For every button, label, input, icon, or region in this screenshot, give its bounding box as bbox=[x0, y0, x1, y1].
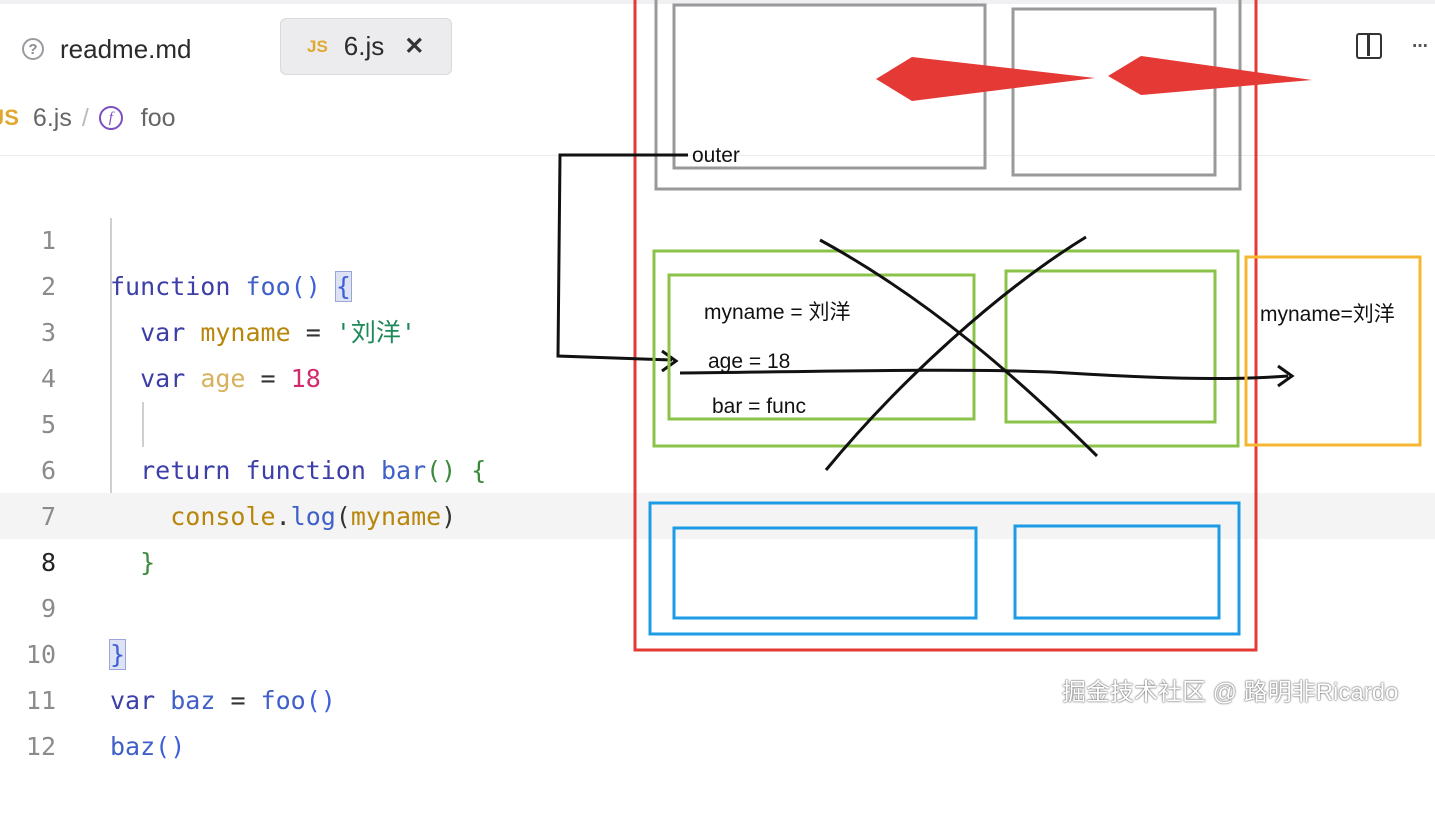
code-text: var myname = '刘洋' bbox=[140, 318, 416, 347]
close-icon[interactable]: ✕ bbox=[404, 33, 425, 60]
code-text: baz() bbox=[110, 732, 186, 761]
line-number: 6 bbox=[40, 456, 56, 485]
question-circle-icon: ? bbox=[22, 38, 44, 60]
indent-guide bbox=[110, 218, 112, 493]
function-symbol-icon: f bbox=[98, 106, 123, 130]
code-text: function foo() { bbox=[110, 271, 352, 302]
code-text: var age = 18 bbox=[140, 364, 321, 393]
watermark: 掘金技术社区 @ 路明非Ricardo bbox=[1062, 679, 1399, 706]
line-number: 7 bbox=[40, 502, 56, 531]
code-line: 11 baz() bbox=[0, 632, 640, 761]
code-line: 10 var baz = foo() bbox=[0, 586, 640, 715]
foo-context-box bbox=[652, 249, 1240, 448]
foo-variable-env-box bbox=[667, 273, 976, 421]
line-number: 11 bbox=[25, 686, 56, 715]
breadcrumb-file[interactable]: 6.js bbox=[32, 103, 72, 132]
code-line: 5 return function bar() { bbox=[0, 356, 640, 485]
bar-label: bar = func bbox=[712, 395, 806, 418]
myname-label: myname = 刘洋 bbox=[704, 301, 850, 324]
tab-6js[interactable]: JS 6.js ✕ bbox=[280, 18, 452, 75]
code-line: 2 var myname = '刘洋' bbox=[0, 218, 640, 347]
code-line: 1 function foo() { bbox=[0, 172, 640, 302]
call-stack-frame bbox=[633, 0, 1258, 652]
age-label: age = 18 bbox=[708, 350, 790, 373]
indent-guide bbox=[142, 402, 144, 447]
more-actions-icon[interactable]: ··· bbox=[1410, 28, 1430, 59]
code-line: 8 bbox=[0, 494, 640, 577]
arrow-head bbox=[661, 349, 679, 373]
line-number: 2 bbox=[40, 272, 56, 301]
breadcrumb-separator: / bbox=[81, 103, 89, 132]
closure-box bbox=[1244, 255, 1422, 447]
foo-lexical-env-box bbox=[1004, 269, 1217, 424]
code-line: 7 } bbox=[0, 448, 640, 577]
closure-pointer-line bbox=[679, 368, 1289, 381]
divider bbox=[0, 155, 1435, 156]
code-text: } bbox=[140, 548, 156, 577]
code-line: 6 console.log(myname) bbox=[0, 402, 640, 531]
cross-line bbox=[819, 238, 1099, 458]
tab-bar: ? readme.md JS 6.js ✕ ··· bbox=[0, 0, 1435, 90]
breadcrumb-symbol[interactable]: foo bbox=[140, 103, 176, 132]
baz-lexical-env-box bbox=[1013, 524, 1221, 620]
closure-label: myname=刘洋 bbox=[1260, 303, 1395, 326]
line-number: 3 bbox=[40, 318, 56, 347]
code-text: console.log(myname) bbox=[170, 502, 457, 531]
code-line: 12 bbox=[0, 678, 640, 761]
tab-readme[interactable]: ? readme.md bbox=[22, 26, 192, 72]
baz-variable-env-box bbox=[672, 526, 978, 620]
code-line: 3 var age = 18 bbox=[0, 264, 640, 393]
js-file-icon: JS bbox=[307, 36, 328, 56]
cross-line bbox=[824, 235, 1087, 471]
code-text: return function bar() { bbox=[140, 456, 487, 485]
line-number: 10 bbox=[25, 640, 56, 669]
line-number: 5 bbox=[40, 410, 56, 439]
code-text: } bbox=[108, 639, 127, 670]
arrow-head bbox=[1277, 364, 1295, 388]
line-number: 1 bbox=[40, 226, 56, 255]
js-file-icon: JS bbox=[0, 105, 19, 130]
split-editor-icon[interactable] bbox=[1356, 33, 1382, 59]
code-line: 9 } bbox=[0, 540, 640, 670]
code-line: 4 bbox=[0, 310, 640, 393]
tab-readme-label: readme.md bbox=[60, 33, 192, 64]
breadcrumb: JS 6.js / f foo bbox=[0, 100, 176, 136]
line-number: 4 bbox=[40, 364, 56, 393]
line-number: 9 bbox=[40, 594, 56, 623]
code-text: var baz = foo() bbox=[110, 686, 336, 715]
tab-6js-label: 6.js bbox=[343, 31, 385, 61]
line-number: 8 bbox=[40, 548, 56, 577]
line-number: 12 bbox=[25, 732, 56, 761]
